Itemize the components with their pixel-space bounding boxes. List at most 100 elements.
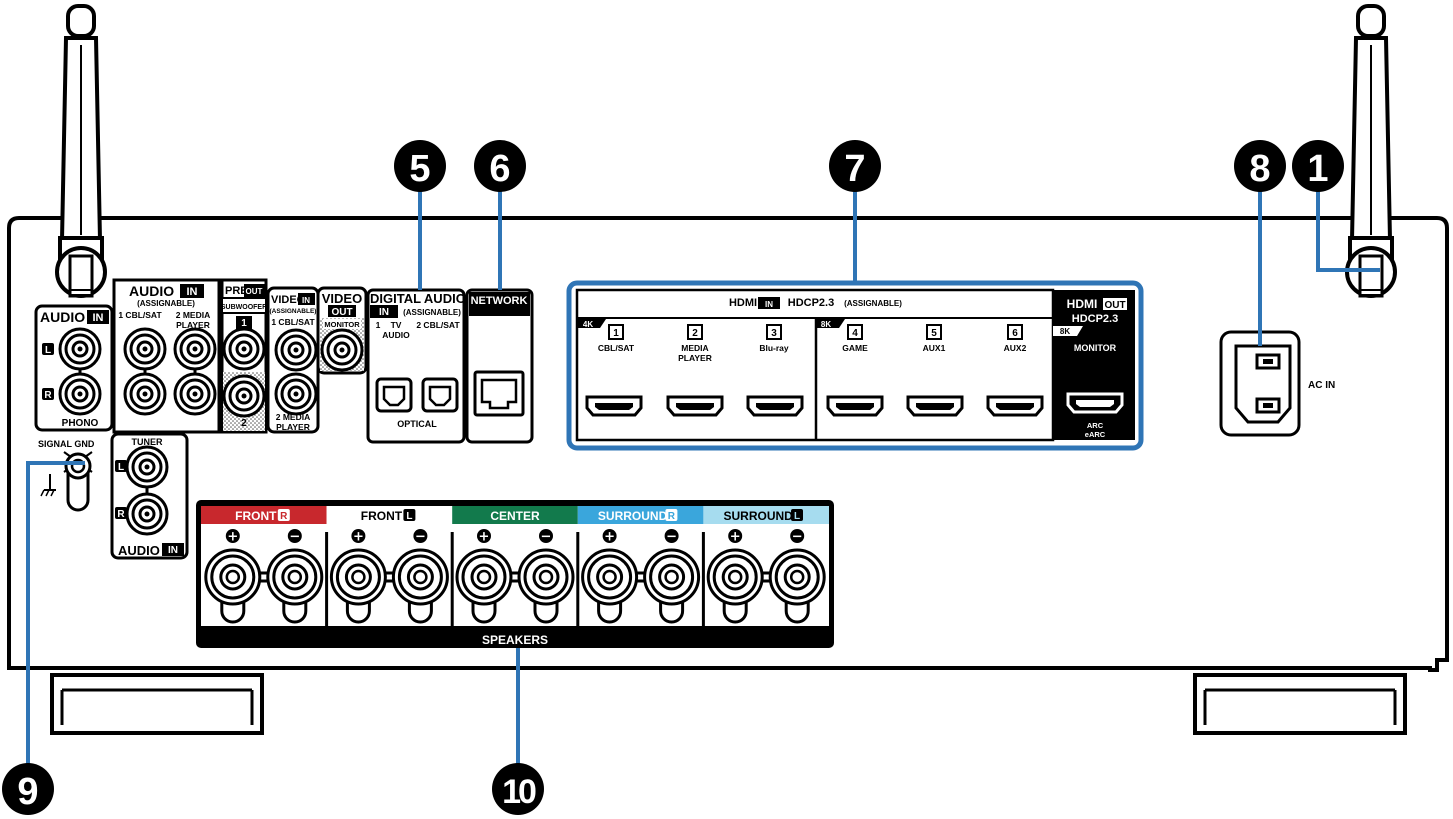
speaker-channel-side-0: R — [280, 511, 288, 522]
network-lan-port[interactable] — [473, 370, 525, 417]
tuner-footer-in-tag: IN — [168, 545, 178, 556]
video-out-tag: OUT — [331, 307, 352, 318]
video-in-input1-label: 1 CBL/SAT — [271, 317, 315, 327]
optical-in2-jack[interactable] — [421, 377, 459, 413]
tuner-title: TUNER — [132, 437, 163, 447]
hdmi-in-hdcp: HDCP2.3 — [788, 297, 834, 309]
hdmi-in-2-label-1: MEDIA — [681, 343, 708, 353]
hdmi-in-port-6[interactable]: 6 AUX2 — [986, 324, 1044, 417]
network-section: NETWORK — [465, 288, 534, 444]
audio-in-title: AUDIO — [129, 283, 174, 299]
digital-audio-assignable: (ASSIGNABLE) — [403, 308, 461, 317]
audio-in-input2-label-2: PLAYER — [176, 320, 210, 330]
audio-in2-r-jack[interactable] — [173, 372, 217, 416]
speaker-plus-symbol-3: + — [604, 530, 615, 545]
hdmi-in-port-1[interactable]: 1 CBL/SAT — [585, 324, 643, 417]
hdmi-out-monitor-connector[interactable] — [1066, 392, 1124, 414]
video-out-section: VIDEO OUT MONITOR — [316, 286, 368, 375]
callout-9-num: 9 — [17, 771, 38, 813]
hdmi-in-port-3[interactable]: 3 Blu-ray — [746, 324, 804, 417]
speaker-channel-label-0: FRONT — [235, 509, 277, 523]
hdmi-in-1-connector[interactable] — [585, 395, 643, 417]
signal-gnd-label: SIGNAL GND — [38, 439, 95, 449]
hdmi-in-assignable: (ASSIGNABLE) — [844, 299, 902, 308]
hdmi-in-4-connector[interactable] — [826, 395, 884, 417]
speaker-plus-symbol-1: + — [353, 530, 364, 545]
audio-in-input1-label: 1 CBL/SAT — [118, 310, 162, 320]
speaker-minus-symbol-1: − — [415, 530, 426, 545]
hdmi-out-arc-label: ARC — [1087, 421, 1104, 430]
speaker-channel-band-0 — [201, 506, 327, 524]
digital-audio-in-tag: IN — [379, 307, 389, 318]
audio-in2-l-jack[interactable] — [173, 327, 217, 371]
video-in-title: VIDEO — [271, 294, 306, 306]
tuner-l-jack[interactable] — [125, 445, 169, 489]
audio-in1-l-jack[interactable] — [123, 327, 167, 371]
hdmi-in-6-connector[interactable] — [986, 395, 1044, 417]
foot-right — [1193, 673, 1407, 735]
video-in1-jack[interactable] — [274, 328, 318, 372]
video-in-section: VIDEO IN (ASSIGNABLE) 1 CBL/SAT 2 MEDIA … — [266, 286, 320, 434]
ac-inlet[interactable] — [1219, 330, 1301, 437]
video-in2-jack[interactable] — [274, 372, 318, 416]
callout-6-num: 6 — [489, 148, 510, 190]
pre-out-out-tag: OUT — [246, 287, 263, 296]
speaker-plus-symbol-2: + — [479, 530, 490, 545]
hdmi-in-port-4[interactable]: 4 GAME — [826, 324, 884, 417]
audio-in1-r-jack[interactable] — [123, 372, 167, 416]
ac-in-label: AC IN — [1308, 380, 1335, 391]
signal-gnd-section: SIGNAL GND — [38, 439, 95, 512]
phono-label: PHONO — [62, 418, 99, 429]
tuner-left-tag: L — [118, 462, 124, 473]
hdmi-in-4-label: GAME — [842, 343, 868, 353]
callout-7-num: 7 — [844, 148, 865, 190]
video-out-monitor-jack[interactable] — [320, 328, 364, 372]
phono-in-tag: IN — [93, 312, 104, 324]
hdmi-in-5-connector[interactable] — [906, 395, 964, 417]
audio-in-section: AUDIO IN (ASSIGNABLE) 1 CBL/SAT 2 MEDIA … — [112, 278, 221, 434]
tuner-r-jack[interactable] — [125, 492, 169, 536]
hdmi-in-2-label-2: PLAYER — [678, 353, 712, 363]
callout-leaders — [26, 185, 1380, 770]
hdmi-4k-tag: 4K — [583, 320, 593, 329]
video-in-input2-label-1: 2 MEDIA — [276, 412, 310, 422]
speaker-minus-marker-4 — [790, 529, 805, 543]
subwoofer-2-label: 2 — [241, 418, 247, 429]
hdmi-in-port-5[interactable]: 5 AUX1 — [906, 324, 964, 417]
optical-in1-jack[interactable] — [375, 377, 413, 413]
tuner-footer-audio: AUDIO — [118, 543, 160, 558]
callout-10-num: 10 — [502, 773, 536, 811]
hdmi-in-3-num: 3 — [771, 328, 777, 339]
subwoofer-1-jack[interactable] — [222, 327, 266, 371]
speaker-minus-symbol-2: − — [541, 530, 552, 545]
callout-8: 8 — [1234, 140, 1286, 192]
speaker-channel-side-tag-4 — [791, 509, 803, 521]
hdmi-in-port-2[interactable]: 2 MEDIA PLAYER — [666, 324, 724, 417]
speaker-plus-marker-1 — [351, 529, 366, 543]
speaker-channel-side-tag-3 — [665, 509, 678, 521]
hdmi-in-tag: IN — [765, 300, 773, 309]
callout-1: 1 — [1292, 140, 1344, 192]
speaker-plus-symbol-0: + — [227, 530, 238, 545]
hdmi-in-3-connector[interactable] — [746, 395, 804, 417]
speaker-channel-label-3: SURROUND — [598, 509, 668, 523]
antenna-right[interactable] — [1345, 4, 1397, 298]
callout-10: 10 — [492, 763, 544, 815]
hdmi-in-2-connector[interactable] — [666, 395, 724, 417]
speaker-channel-band-2 — [452, 506, 578, 524]
hdmi-in-1-label: CBL/SAT — [598, 343, 635, 353]
digital-audio-input1-label-1: TV — [391, 320, 402, 330]
hdmi-section: HDMI IN HDCP2.3 (ASSIGNABLE) 4K 8K 1 CBL… — [566, 280, 1144, 451]
subwoofer-2-jack[interactable] — [222, 374, 266, 418]
callout-5: 5 — [394, 140, 446, 192]
hdmi-out-hdmi-label: HDMI — [1067, 297, 1098, 311]
subwoofer-1-tag: 1 — [241, 318, 247, 329]
audio-in-input2-label-1: 2 MEDIA — [176, 310, 210, 320]
leader-1 — [1316, 185, 1380, 272]
antenna-left[interactable] — [55, 4, 107, 298]
phono-r-jack[interactable] — [58, 372, 102, 416]
phono-l-jack[interactable] — [58, 327, 102, 371]
speaker-minus-marker-3 — [664, 529, 679, 543]
hdmi-in-hdmi-label: HDMI — [729, 297, 757, 309]
